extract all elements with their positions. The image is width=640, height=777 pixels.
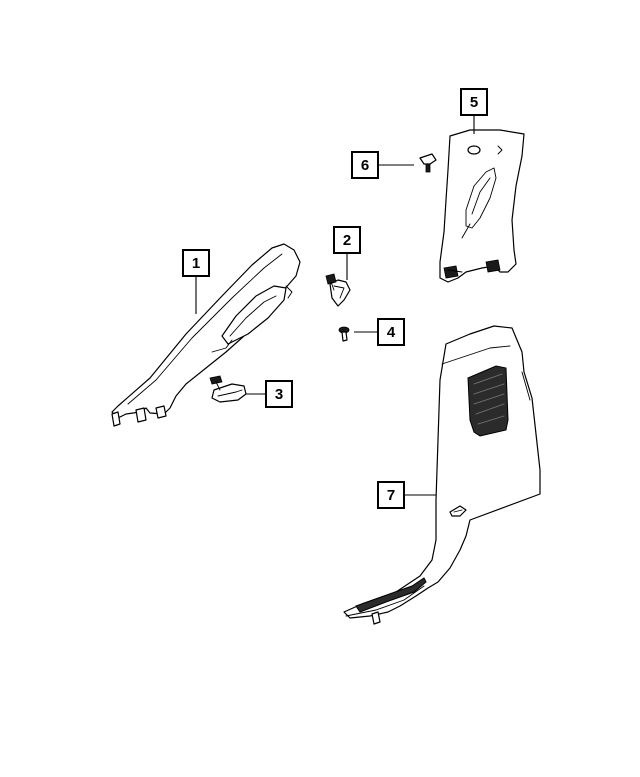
callout-1: 1 — [182, 249, 210, 277]
push-pin-clip-icon — [419, 153, 437, 173]
leader-lines — [195, 115, 475, 496]
callout-2: 2 — [333, 226, 361, 254]
push-pin-retainer-icon — [338, 326, 350, 342]
callout-1-label: 1 — [192, 255, 200, 272]
callout-5-label: 5 — [470, 94, 478, 111]
grab-handle-cover-clip-icon — [325, 273, 351, 307]
callout-7: 7 — [377, 481, 405, 509]
callout-3: 3 — [265, 380, 293, 408]
callout-4: 4 — [377, 318, 405, 346]
b-pillar-lower-trim-panel-icon — [343, 325, 541, 625]
trim-cap-clip-icon — [209, 375, 247, 403]
callout-6-label: 6 — [361, 157, 369, 174]
a-pillar-trim-panel-icon — [111, 243, 301, 427]
callout-2-label: 2 — [343, 232, 351, 249]
callout-4-label: 4 — [387, 324, 396, 341]
callout-7-label: 7 — [387, 487, 395, 504]
callout-3-label: 3 — [275, 386, 283, 403]
callout-6: 6 — [351, 151, 379, 179]
grille-lines-icon — [473, 373, 505, 425]
callout-5: 5 — [460, 88, 488, 116]
b-pillar-upper-trim-panel-icon — [439, 129, 525, 283]
